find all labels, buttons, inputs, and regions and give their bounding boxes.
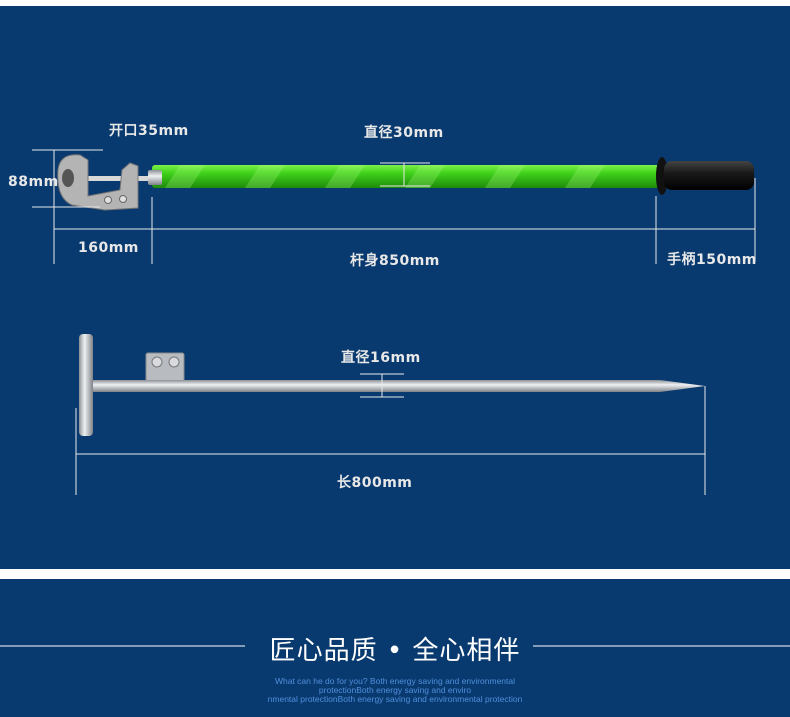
grounding-stake (79, 334, 705, 436)
stake-plate (145, 352, 185, 384)
subtitle-line: What can he do for you? Both energy savi… (274, 676, 516, 686)
subtitle-line: nmental protectionBoth energy saving and… (267, 694, 523, 704)
shaft-length-label: 杆身850mm (350, 253, 440, 269)
top-dimension-lines (32, 149, 756, 264)
handle-length-label: 手柄150mm (667, 252, 757, 268)
footer-title: 匠心品质 • 全心相伴 (269, 636, 521, 666)
black-handle (664, 161, 754, 190)
stake-dimension-lines (75, 373, 706, 495)
clamp-head (57, 154, 139, 211)
grounding-clamp-tool (57, 154, 754, 211)
subtitle-line: protectionBoth energy saving and enviro (318, 685, 472, 695)
height-label: 88mm (8, 174, 59, 190)
shaft-stripes (165, 165, 605, 188)
stake-rod (90, 380, 705, 392)
opening-label: 开口35mm (109, 123, 189, 139)
head-length-label: 160mm (78, 240, 139, 256)
stake-length-label: 长800mm (337, 475, 413, 491)
footer-panel (0, 579, 790, 717)
footer-subtitle: What can he do for you? Both energy savi… (0, 677, 790, 704)
stake-t-handle (79, 334, 93, 436)
green-shaft (152, 165, 662, 188)
clamp-screw (80, 176, 155, 181)
shaft-diameter-label: 直径30mm (364, 125, 444, 141)
product-diagram-panel (0, 6, 790, 569)
stake-diameter-label: 直径16mm (341, 350, 421, 366)
